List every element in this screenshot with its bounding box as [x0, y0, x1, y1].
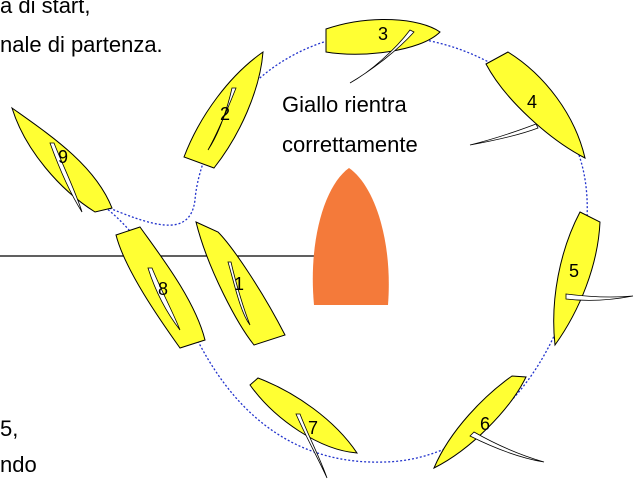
boat-3: 3 — [325, 18, 441, 84]
partial-text-top-1: a di start, — [0, 0, 91, 18]
committee-boat — [312, 168, 389, 305]
boat-7: 7 — [249, 377, 358, 479]
annotation-line-2: correttamente — [282, 132, 418, 157]
boat-1-label: 1 — [234, 274, 244, 294]
boat-6: 6 — [433, 375, 545, 470]
boat-2-hull — [183, 50, 264, 169]
boat-6-sail — [469, 431, 545, 463]
boat-4: 4 — [469, 51, 586, 159]
boat-8-label: 8 — [158, 279, 168, 299]
boat-7-label: 7 — [308, 418, 318, 438]
boat-8-sail — [147, 267, 181, 331]
boat-3-label: 3 — [378, 24, 388, 44]
boat-9-sail — [49, 142, 83, 213]
boat-4-label: 4 — [527, 92, 537, 112]
boat-5-sail — [565, 293, 634, 301]
boat-9: 9 — [11, 106, 113, 213]
boat-9-hull — [11, 106, 113, 213]
boat-4-hull — [485, 51, 586, 159]
annotation-line-1: Giallo rientra — [282, 92, 407, 117]
boat-7-hull — [249, 377, 358, 454]
boat-3-hull — [325, 18, 441, 55]
partial-text-bottom-1: 5, — [0, 416, 19, 441]
boat-9-label: 9 — [58, 147, 68, 167]
boat-6-hull — [433, 375, 527, 470]
partial-text-top-2: nale di partenza. — [0, 32, 163, 57]
boat-2: 2 — [183, 50, 264, 169]
boat-6-label: 6 — [480, 414, 490, 434]
boat-1-sail — [227, 261, 251, 326]
boat-4-sail — [469, 123, 539, 146]
boat-5-label: 5 — [569, 261, 579, 281]
boat-1-hull — [195, 221, 286, 346]
boat-3-sail — [349, 29, 415, 84]
boat-8: 8 — [115, 226, 206, 349]
boat-7-sail — [295, 413, 328, 479]
boat-2-label: 2 — [220, 104, 230, 124]
partial-text-bottom-2: ndo — [0, 452, 37, 477]
boat-2-sail — [207, 87, 237, 151]
boat-5: 5 — [553, 211, 634, 347]
boat-1: 1 — [195, 221, 286, 346]
boat-5-hull — [553, 211, 601, 347]
